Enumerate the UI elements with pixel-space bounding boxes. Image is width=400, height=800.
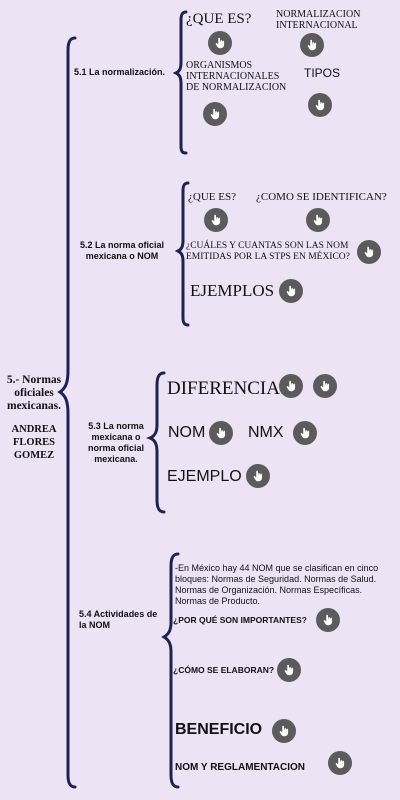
hand-pointer-icon (323, 614, 333, 626)
s1-q1-expand-button[interactable] (208, 31, 232, 55)
hand-pointer-icon (313, 214, 323, 226)
s4-q-nom-reglamentacion: NOM Y REGLAMENTACION (175, 762, 306, 773)
s4-q1-expand-button[interactable] (316, 608, 340, 632)
s1-q-tipos: TIPOS (304, 66, 341, 80)
hand-pointer-icon (210, 108, 220, 120)
root-author: ANDREA FLORES GOMEZ (11, 424, 57, 461)
hand-pointer-icon (253, 470, 263, 482)
s3-q-diferencias: DIFERENCIAS (167, 378, 291, 399)
section3-title: 5.3 La norma mexicana o norma oficial me… (87, 421, 144, 464)
section3-brace (145, 371, 166, 514)
s2-q-que-es: ¿QUE ES? (188, 191, 236, 203)
hand-pointer-icon (300, 427, 310, 439)
hand-pointer-icon (216, 427, 226, 439)
s4-q4-expand-button[interactable] (328, 751, 352, 775)
s1-q2-expand-button[interactable] (300, 33, 324, 57)
s4-q-como-se-elaboran: ¿CÓMO SE ELABORAN? (173, 665, 275, 675)
s2-q4-expand-button[interactable] (279, 279, 303, 303)
root-node: 5.- Normas oficiales mexicanas. ANDREA F… (2, 374, 66, 462)
section4-title: 5.4 Actividades de la NOM (79, 609, 158, 630)
s4-q-por-que-importantes: ¿POR QUÉ SON IMPORTANTES? (173, 615, 307, 625)
s2-q3-expand-button[interactable] (357, 240, 381, 264)
hand-pointer-icon (284, 664, 294, 676)
root-title: 5.- Normas oficiales mexicanas. (6, 374, 62, 412)
hand-pointer-icon (215, 37, 225, 49)
s3-q3-expand-button[interactable] (293, 421, 317, 445)
section2-title: 5.2 La norma oficial mexicana o NOM (79, 240, 165, 261)
s1-q3-expand-button[interactable] (203, 102, 227, 126)
s3-q-ejemplo: EJEMPLO (167, 468, 242, 485)
s3-q-nom: NOM (168, 424, 206, 441)
s1-q-que-es: ¿QUE ES? (186, 11, 252, 27)
hand-pointer-icon (307, 39, 317, 51)
s2-q-como-se-identifican: ¿COMO SE IDENTIFICAN? (256, 191, 387, 203)
s2-q-cuales-y-cuantas: ¿CUÁLES Y CUANTAS SON LAS NOM EMITIDAS P… (186, 241, 350, 262)
s3-q-nmx: NMX (248, 424, 284, 441)
hand-pointer-icon (315, 99, 325, 111)
s4-q3-expand-button[interactable] (272, 719, 296, 743)
hand-pointer-icon (335, 757, 345, 769)
hand-pointer-icon (286, 285, 296, 297)
section2-brace (174, 181, 190, 327)
hand-pointer-icon (364, 246, 374, 258)
s2-q2-expand-button[interactable] (306, 208, 330, 232)
s1-q-normalizacion-internacional: NORMALIZACION INTERNACIONAL (276, 9, 361, 31)
hand-pointer-icon (320, 380, 330, 392)
hand-pointer-icon (279, 725, 289, 737)
s3-q2-expand-button[interactable] (209, 421, 233, 445)
section1-title: 5.1 La normalización. (74, 67, 166, 77)
hand-pointer-icon (211, 214, 221, 226)
section4-brace (161, 552, 180, 789)
section1-brace (172, 10, 188, 155)
s4-q-beneficio: BENEFICIO (175, 721, 263, 738)
s1-q4-expand-button[interactable] (308, 93, 332, 117)
s1-q-organismos: ORGANISMOS INTERNACIONALES DE NORMALIZAC… (186, 60, 287, 93)
s3-q1-expand-button-a[interactable] (279, 374, 303, 398)
s4-q2-expand-button[interactable] (277, 658, 301, 682)
s3-q4-expand-button[interactable] (246, 464, 270, 488)
s2-q-ejemplos: EJEMPLOS (190, 281, 275, 300)
s4-description: -En México hay 44 NOM que se clasifican … (175, 563, 379, 606)
main-brace (57, 36, 77, 789)
hand-pointer-icon (286, 380, 296, 392)
s3-q1-expand-button-b[interactable] (313, 374, 337, 398)
s2-q1-expand-button[interactable] (204, 208, 228, 232)
